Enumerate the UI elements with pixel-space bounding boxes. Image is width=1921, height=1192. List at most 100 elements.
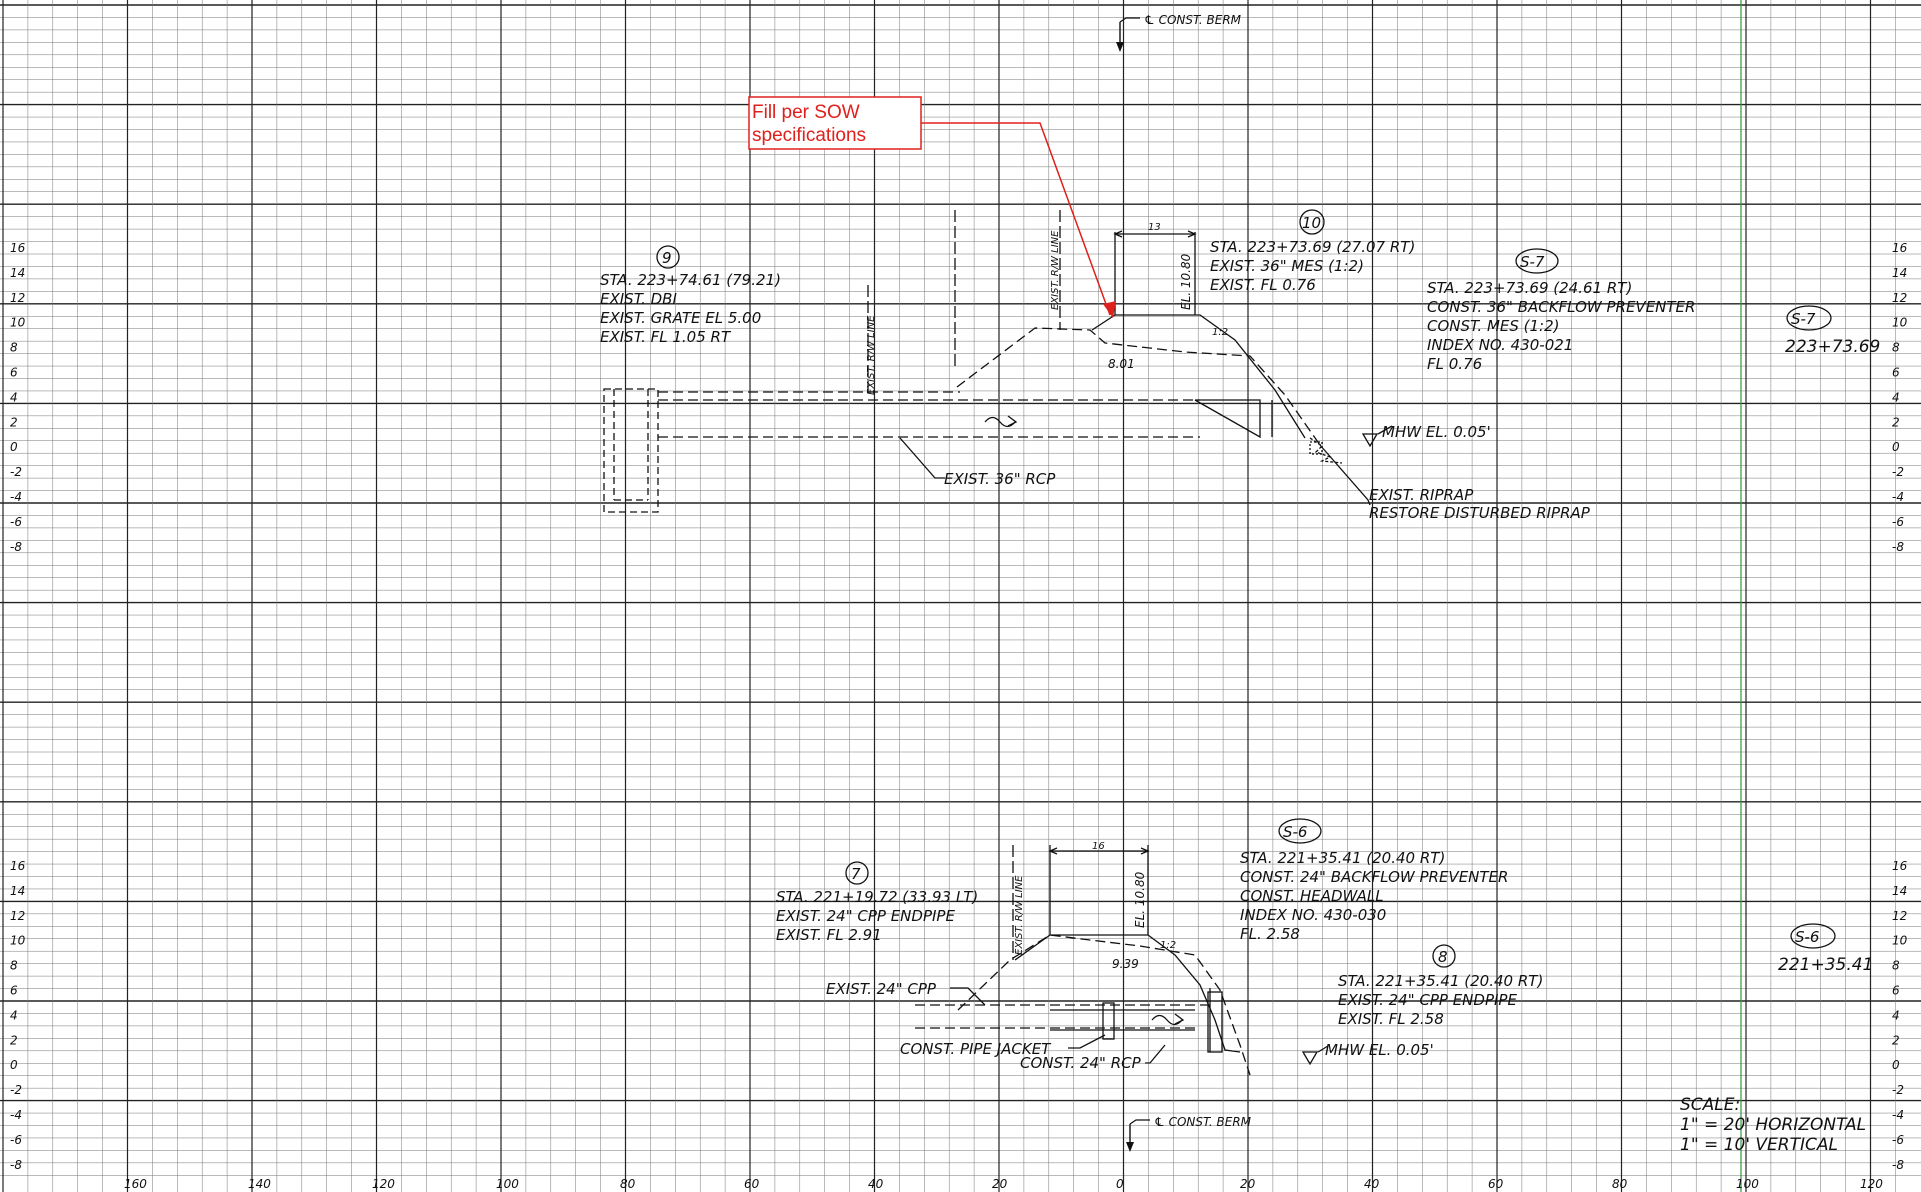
note-s7-line2: CONST. 36" BACKFLOW PREVENTER bbox=[1427, 298, 1695, 316]
offset-label: 20 bbox=[1240, 1177, 1256, 1191]
pipe-jacket bbox=[1102, 1002, 1115, 1040]
marker-8: 8 bbox=[1438, 948, 1448, 966]
mhw-bottom: MHW EL. 0.05' bbox=[1325, 1041, 1434, 1059]
note-8-line3: EXIST. FL 2.58 bbox=[1338, 1010, 1444, 1028]
row-line-label-top-2: EXIST. R/W LINE bbox=[1050, 230, 1061, 310]
offset-label: 100 bbox=[496, 1177, 519, 1191]
elev-label-right-top: 16 bbox=[1892, 241, 1908, 255]
note-s7-line5: FL 0.76 bbox=[1427, 355, 1482, 373]
rcp-label: CONST. 24" RCP bbox=[1020, 1054, 1142, 1072]
note-9-line1: STA. 223+74.61 (79.21) bbox=[600, 271, 781, 289]
callout-line-1: Fill per SOW bbox=[752, 102, 860, 123]
elev-label-right-bottom: 16 bbox=[1892, 859, 1908, 873]
elev-label-right-bottom: 8 bbox=[1892, 959, 1900, 973]
elev-label-left-bottom: 12 bbox=[10, 909, 25, 923]
elev-label-left-top: 8 bbox=[10, 341, 18, 355]
scale-block: SCALE: 1" = 20' HORIZONTAL 1" = 10' VERT… bbox=[1680, 1095, 1866, 1155]
note-9-line2: EXIST. DBI bbox=[600, 290, 677, 308]
elev-label-right-top: 14 bbox=[1892, 266, 1907, 280]
elev-label-right-top: 6 bbox=[1892, 366, 1900, 380]
elev-label-left-top: 14 bbox=[10, 266, 25, 280]
jacket-label: CONST. PIPE JACKET bbox=[900, 1040, 1052, 1058]
section-bottom bbox=[915, 845, 1329, 1076]
el-label-bottom: EL. 10.80 bbox=[1133, 871, 1147, 928]
elev-label-left-top: 10 bbox=[10, 316, 26, 330]
proposed-berm-bottom bbox=[1014, 934, 1241, 1053]
elev-label-left-bottom: -6 bbox=[10, 1133, 22, 1147]
offset-label: 160 bbox=[124, 1177, 147, 1191]
elev-label-right-top: 10 bbox=[1892, 316, 1908, 330]
elev-label-right-bottom: 2 bbox=[1892, 1033, 1900, 1047]
note-s6-line1: STA. 221+35.41 (20.40 RT) bbox=[1240, 849, 1445, 867]
elev-label-right-bottom: 14 bbox=[1892, 884, 1907, 898]
scale-title: SCALE: bbox=[1680, 1095, 1740, 1115]
dim-width-top: 13 bbox=[1148, 222, 1161, 233]
note-7-line1: STA. 221+19.72 (33.93 LT) bbox=[776, 888, 978, 906]
row-line-label-top-1: EXIST. R/W LINE bbox=[866, 315, 877, 395]
riprap-hatch bbox=[1309, 437, 1343, 464]
elev-label-right-bottom: 12 bbox=[1892, 909, 1907, 923]
row-line-label-bottom: EXIST. R/W LINE bbox=[1014, 875, 1025, 955]
marker-s6: S-6 bbox=[1283, 823, 1307, 841]
elev-label-left-bottom: -2 bbox=[10, 1083, 22, 1097]
note-7-line2: EXIST. 24" CPP ENDPIPE bbox=[776, 907, 955, 925]
elev-label-left-top: -6 bbox=[10, 515, 22, 529]
elev-label-right-bottom: 10 bbox=[1892, 934, 1908, 948]
elev-label-left-bottom: 4 bbox=[10, 1008, 18, 1022]
note-7-line3: EXIST. FL 2.91 bbox=[776, 926, 882, 944]
elev-label-right-top: -6 bbox=[1892, 515, 1904, 529]
elev-label-left-top: -8 bbox=[10, 540, 22, 554]
offset-label: 120 bbox=[372, 1177, 395, 1191]
note-8-line2: EXIST. 24" CPP ENDPIPE bbox=[1338, 991, 1517, 1009]
elev-label-left-bottom: 16 bbox=[10, 859, 26, 873]
mhw-top: MHW EL. 0.05' bbox=[1382, 423, 1491, 441]
elev-label-right-top: -4 bbox=[1892, 490, 1904, 504]
elev-label-right-bottom: 6 bbox=[1892, 984, 1900, 998]
berm-centerline-top: ℄ CONST. BERM bbox=[1116, 13, 1242, 52]
section-top-text: 9 STA. 223+74.61 (79.21) EXIST. DBI EXIS… bbox=[600, 209, 1880, 522]
elev-label-left-bottom: 10 bbox=[10, 934, 26, 948]
section-station-s6: 221+35.41 bbox=[1778, 955, 1873, 975]
elev-label-left-top: 12 bbox=[10, 291, 25, 305]
elev-label-left-top: 4 bbox=[10, 390, 18, 404]
pipe-label-top: EXIST. 36" RCP bbox=[944, 470, 1056, 488]
elev-label-left-bottom: 2 bbox=[10, 1033, 18, 1047]
scale-horizontal: 1" = 20' HORIZONTAL bbox=[1680, 1115, 1866, 1135]
note-s7-line1: STA. 223+73.69 (24.61 RT) bbox=[1427, 279, 1632, 297]
berm-label-bottom: ℄ CONST. BERM bbox=[1154, 1115, 1252, 1129]
offset-label: 0 bbox=[1116, 1177, 1124, 1191]
slope-label-top: 1:2 bbox=[1212, 327, 1228, 338]
elev-label-right-bottom: 4 bbox=[1892, 1008, 1900, 1022]
note-s6-line3: CONST. HEADWALL bbox=[1240, 887, 1384, 905]
section-top bbox=[603, 210, 1393, 513]
elev-label-right-bottom: 0 bbox=[1892, 1058, 1900, 1072]
section-tag-s7: S-7 bbox=[1791, 310, 1816, 328]
proposed-berm-line bbox=[1091, 314, 1306, 439]
elev-label-right-bottom: -4 bbox=[1892, 1108, 1904, 1122]
elev-label-left-bottom: 14 bbox=[10, 884, 25, 898]
existing-ground-line bbox=[956, 327, 1321, 446]
note-8-line1: STA. 221+35.41 (20.40 RT) bbox=[1338, 972, 1543, 990]
elev-label-right-bottom: -8 bbox=[1892, 1158, 1904, 1172]
note-10-line3: EXIST. FL 0.76 bbox=[1210, 276, 1316, 294]
elev-label-left-top: 2 bbox=[10, 415, 18, 429]
ground-el-bottom: 9.39 bbox=[1112, 957, 1139, 971]
slope-label-bottom: 1:2 bbox=[1160, 940, 1176, 951]
const-headwall bbox=[1207, 991, 1223, 1053]
marker-9: 9 bbox=[662, 249, 672, 267]
note-9-line4: EXIST. FL 1.05 RT bbox=[600, 328, 732, 346]
offset-label: 20 bbox=[992, 1177, 1008, 1191]
existing-ground-bottom bbox=[957, 934, 1251, 1076]
section-station-s7: 223+73.69 bbox=[1785, 337, 1880, 357]
elev-label-left-top: 16 bbox=[10, 241, 26, 255]
marker-7: 7 bbox=[851, 865, 861, 883]
offset-label: 140 bbox=[248, 1177, 271, 1191]
elev-label-left-bottom: 8 bbox=[10, 959, 18, 973]
elev-label-right-top: -8 bbox=[1892, 540, 1904, 554]
offset-label: 80 bbox=[1612, 1177, 1628, 1191]
elev-label-left-bottom: 0 bbox=[10, 1058, 18, 1072]
note-s6-line5: FL. 2.58 bbox=[1240, 925, 1300, 943]
riprap-label-2: RESTORE DISTURBED RIPRAP bbox=[1369, 504, 1591, 522]
